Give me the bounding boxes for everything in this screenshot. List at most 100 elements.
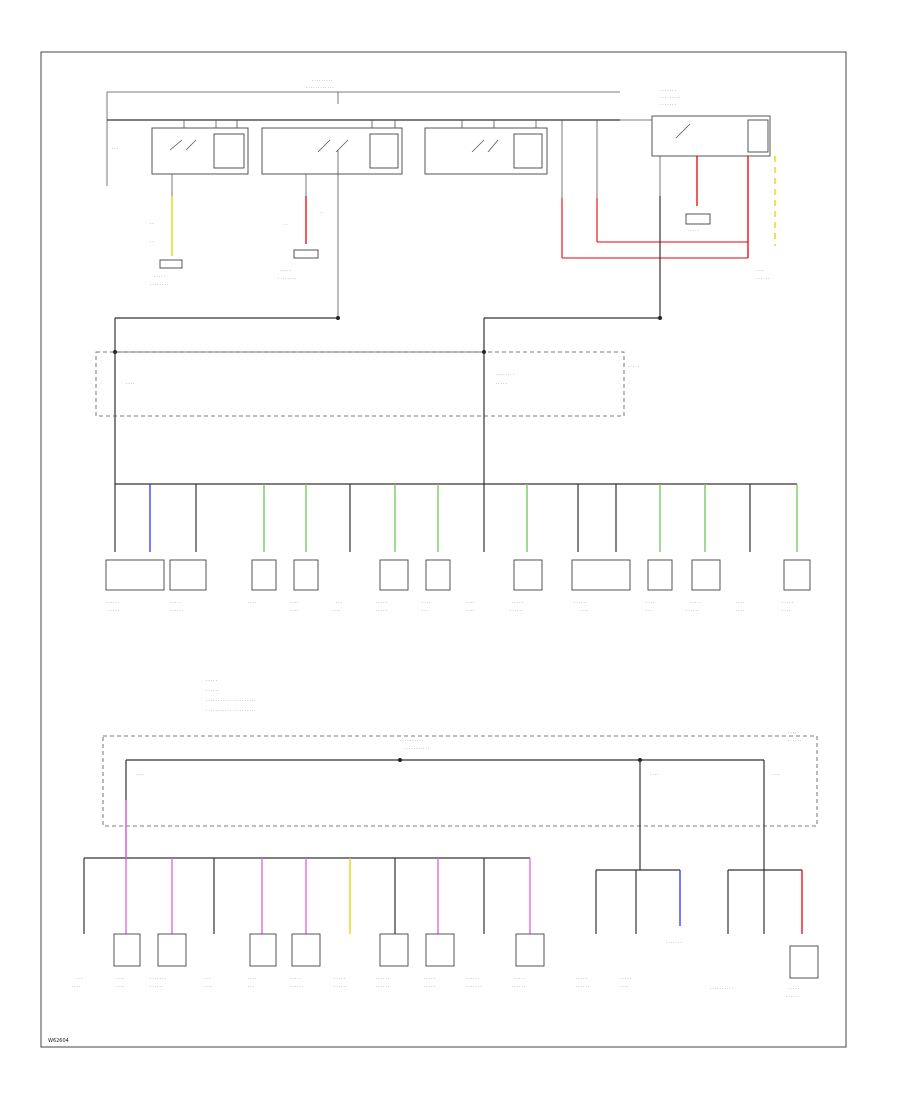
svg-text:· · · · · · · · · ·: · · · · · · · · · · <box>400 738 423 743</box>
svg-text:· · ·: · · · <box>248 984 254 989</box>
diagram-frame <box>40 51 847 1048</box>
svg-text:· · · · · · ·: · · · · · · · <box>660 102 676 107</box>
svg-text:· · ·: · · · <box>204 976 210 981</box>
svg-text:· ·: · · <box>150 239 154 244</box>
svg-text:· · ·: · · · <box>112 146 118 151</box>
svg-text:· · · ·: · · · · <box>756 268 764 273</box>
relay-4: · · · · · · · · · · · · · · · · · · · · … <box>620 88 771 157</box>
svg-text:· · · · · · · ·: · · · · · · · · <box>278 276 296 281</box>
svg-text:· · · · ·: · · · · · <box>376 608 387 613</box>
svg-text:· · · · ·: · · · · · <box>620 976 631 981</box>
svg-text:· · · · ·: · · · · · <box>376 600 387 605</box>
svg-text:· · · · ·: · · · · · <box>108 608 119 613</box>
svg-text:· · · ·: · · · · <box>620 984 628 989</box>
svg-text:· · · ·: · · · · <box>736 608 744 613</box>
svg-text:· · · ·: · · · · <box>248 600 256 605</box>
fuse-box-1: · · · · · · · · · · · · · · · · · · · · … <box>95 350 639 484</box>
svg-text:· · · · ·: · · · · · <box>688 228 699 233</box>
svg-text:· · · · · ·: · · · · · · <box>756 276 769 281</box>
svg-text:· · · · · ·: · · · · · · <box>150 984 163 989</box>
svg-text:· · · · · · · ·: · · · · · · · · <box>150 282 168 287</box>
svg-text:· · · ·: · · · · <box>116 976 124 981</box>
svg-text:· · · · ·: · · · · · <box>496 381 507 386</box>
top-section: · · · · · · · · · · · · · · · · · · · · … <box>106 78 776 352</box>
svg-text:· · · · ·: · · · · · <box>334 976 345 981</box>
svg-text:· · · · · ·: · · · · · · <box>206 688 219 693</box>
svg-text:· · ·: · · · <box>336 600 342 605</box>
svg-text:· · · ·: · · · · <box>72 984 80 989</box>
svg-text:· · · · ·: · · · · · <box>788 730 799 735</box>
svg-text:· · · · · · · · · · ·: · · · · · · · · · · · <box>404 746 429 751</box>
svg-text:· · · · ·: · · · · · <box>424 984 435 989</box>
svg-text:· · · · ·: · · · · · <box>690 600 701 605</box>
svg-text:· · · · · ·: · · · · · · <box>786 994 799 999</box>
svg-text:· · · · · ·: · · · · · · <box>686 608 699 613</box>
svg-text:· · · · · ·: · · · · · · <box>574 600 587 605</box>
svg-text:· · ·: · · · <box>422 608 428 613</box>
svg-text:· · · · · · ·: · · · · · · · <box>666 940 682 945</box>
bus-1-components: · · · · · · · · · · · · · · · · · · · · · … <box>105 559 811 613</box>
fuse-box-2: · · · · · · · · · · · · · · · · · · · · … <box>102 730 818 870</box>
svg-text:· · · · · ·: · · · · · · <box>106 600 119 605</box>
svg-text:· · · · ·: · · · · · <box>576 976 587 981</box>
svg-text:· · · · · · · · · · · ·: · · · · · · · · · · · · <box>306 85 334 90</box>
svg-text:· · · · ·: · · · · · <box>512 600 523 605</box>
svg-text:· ·: · · <box>284 222 288 227</box>
svg-text:· ·: · · <box>320 210 324 215</box>
diagram-id: W62604 <box>48 1038 69 1044</box>
svg-text:· · · · · ·: · · · · · · <box>510 608 523 613</box>
svg-text:· · · · · ·: · · · · · · <box>576 984 589 989</box>
svg-text:· · · · ·: · · · · · <box>290 976 301 981</box>
svg-text:· · · · · · · · · ·: · · · · · · · · · · <box>710 986 733 991</box>
svg-text:· · · ·: · · · · <box>136 772 144 777</box>
svg-text:· · · · · · · ·: · · · · · · · · <box>496 372 514 377</box>
svg-text:· · · ·: · · · · <box>580 608 588 613</box>
svg-text:· · · · · · · · ·: · · · · · · · · · <box>660 95 681 100</box>
svg-text:· · · · · ·: · · · · · · <box>290 984 303 989</box>
svg-text:· · · · ·: · · · · · <box>782 600 793 605</box>
svg-text:· · · · · · · · ·: · · · · · · · · · <box>312 78 333 83</box>
svg-text:· · · ·: · · · · <box>290 608 298 613</box>
svg-text:· · · · · · · · · · · · · · ·: · · · · · · · · · · · · · · · · · · · · … <box>206 698 255 703</box>
svg-text:· · · ·: · · · · <box>204 984 212 989</box>
svg-text:· · · · · · · · · · · · · · ·: · · · · · · · · · · · · · · · · · · · · … <box>206 708 255 713</box>
bus-2-components: · · · · · · · · · · · · · · · · · · · · · … <box>72 933 819 999</box>
svg-text:· · · ·: · · · · <box>290 600 298 605</box>
svg-text:· · · ·: · · · · <box>782 608 790 613</box>
svg-text:· · · · · · ·: · · · · · · · <box>150 976 166 981</box>
relay-1: · · · <box>112 120 249 175</box>
svg-text:· · ·: · · · <box>646 608 652 613</box>
svg-text:· · · ·: · · · · <box>332 608 340 613</box>
svg-text:· · · · · ·: · · · · · · <box>376 976 389 981</box>
svg-text:· · ·: · · · <box>76 976 82 981</box>
svg-text:· · · · · ·: · · · · · · <box>788 738 801 743</box>
svg-text:· · · ·: · · · · <box>772 772 780 777</box>
svg-text:· · · ·: · · · · <box>650 772 658 777</box>
svg-text:· · · · ·: · · · · · <box>788 986 799 991</box>
svg-text:· · · · ·: · · · · · <box>628 364 639 369</box>
svg-text:· · · ·: · · · · <box>646 600 654 605</box>
bus-1-branches <box>114 484 798 552</box>
relay-2 <box>261 120 403 175</box>
svg-text:· · · · · · ·: · · · · · · · <box>660 88 676 93</box>
svg-text:· · · · ·: · · · · · <box>154 274 165 279</box>
svg-text:· · · · ·: · · · · · <box>424 976 435 981</box>
bus-2-branches <box>83 800 803 934</box>
svg-text:· · · ·: · · · · <box>116 984 124 989</box>
svg-text:· · · · ·: · · · · · <box>280 268 291 273</box>
svg-text:· · · ·: · · · · <box>248 976 256 981</box>
svg-text:· · · ·: · · · · <box>126 381 134 386</box>
svg-text:· · · · · ·: · · · · · · <box>334 984 347 989</box>
svg-text:· · · · ·: · · · · · <box>206 678 217 683</box>
legend: · · · · · · · · · · · · · · · · · · · · … <box>206 678 255 713</box>
svg-text:· · · · ·: · · · · · <box>514 976 525 981</box>
svg-text:· · · · · · ·: · · · · · · · <box>466 984 482 989</box>
svg-text:· · · · ·: · · · · · <box>170 600 181 605</box>
svg-text:· · · · · ·: · · · · · · <box>170 608 183 613</box>
svg-text:· · · ·: · · · · <box>422 600 430 605</box>
svg-text:· · · ·: · · · · <box>466 608 474 613</box>
svg-text:· · · · · ·: · · · · · · <box>376 984 389 989</box>
relay-3 <box>424 120 548 175</box>
svg-text:· · · · · ·: · · · · · · <box>512 984 525 989</box>
